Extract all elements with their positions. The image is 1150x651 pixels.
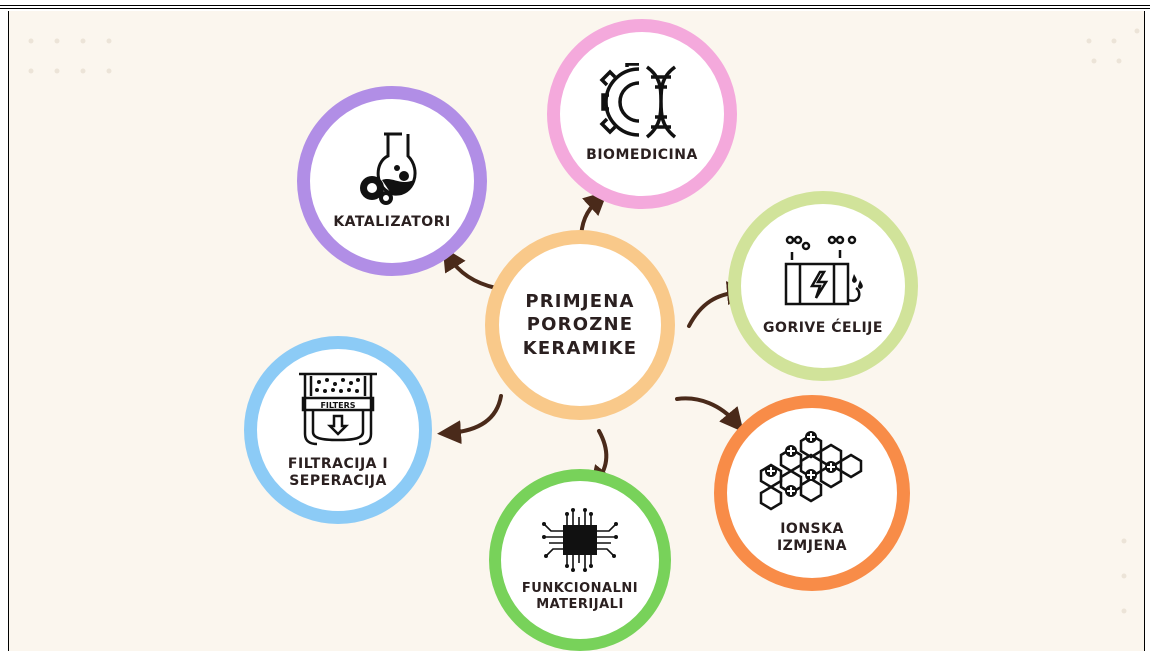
decorative-dots	[28, 28, 1140, 614]
hexagon-ions-icon	[759, 430, 863, 510]
header-rule-top	[0, 5, 1150, 6]
filter-icon-text: FILTERS	[320, 401, 355, 410]
label-funkcionalni-materijali: FUNKCIONALNI MATERIJALI	[521, 580, 639, 612]
node-biomedicina: BIOMEDICINA	[547, 19, 737, 209]
node-funkcionalni-materijali: FUNKCIONALNI MATERIJALI	[489, 469, 671, 651]
node-filtracija: FILTERS FILTRACIJA I SEPERACIJA	[244, 336, 432, 524]
arrow-to-ionska-izmjena	[675, 396, 744, 433]
flask-gear-icon	[360, 132, 417, 206]
node-ionska-izmjena: IONSKA IZMJENA	[714, 395, 910, 591]
center-label: PRIMJENA POROZNE KERAMIKE	[522, 290, 638, 359]
center-node: PRIMJENA POROZNE KERAMIKE	[485, 230, 675, 420]
node-katalizatori: KATALIZATORI	[297, 86, 487, 276]
fuel-cell-icon	[784, 236, 863, 306]
node-gorive-celije: GORIVE ĆELIJE	[728, 191, 918, 381]
label-ionska-izmjena: IONSKA IZMJENA	[776, 520, 848, 555]
microchip-icon	[542, 507, 618, 572]
label-katalizatori: KATALIZATORI	[333, 214, 451, 231]
filter-icon: FILTERS	[299, 372, 377, 445]
label-filtracija: FILTRACIJA I SEPERACIJA	[287, 455, 389, 490]
gear-dna-icon	[599, 63, 677, 139]
header-rule-bottom	[0, 8, 1150, 9]
label-gorive-celije: GORIVE ĆELIJE	[763, 320, 883, 337]
arrow-to-filtracija	[437, 394, 503, 445]
arrow-to-katalizatori	[442, 246, 498, 290]
label-biomedicina: BIOMEDICINA	[586, 147, 698, 164]
diagram-frame: PRIMJENA POROZNE KERAMIKE KATALIZATORI B…	[8, 11, 1145, 651]
